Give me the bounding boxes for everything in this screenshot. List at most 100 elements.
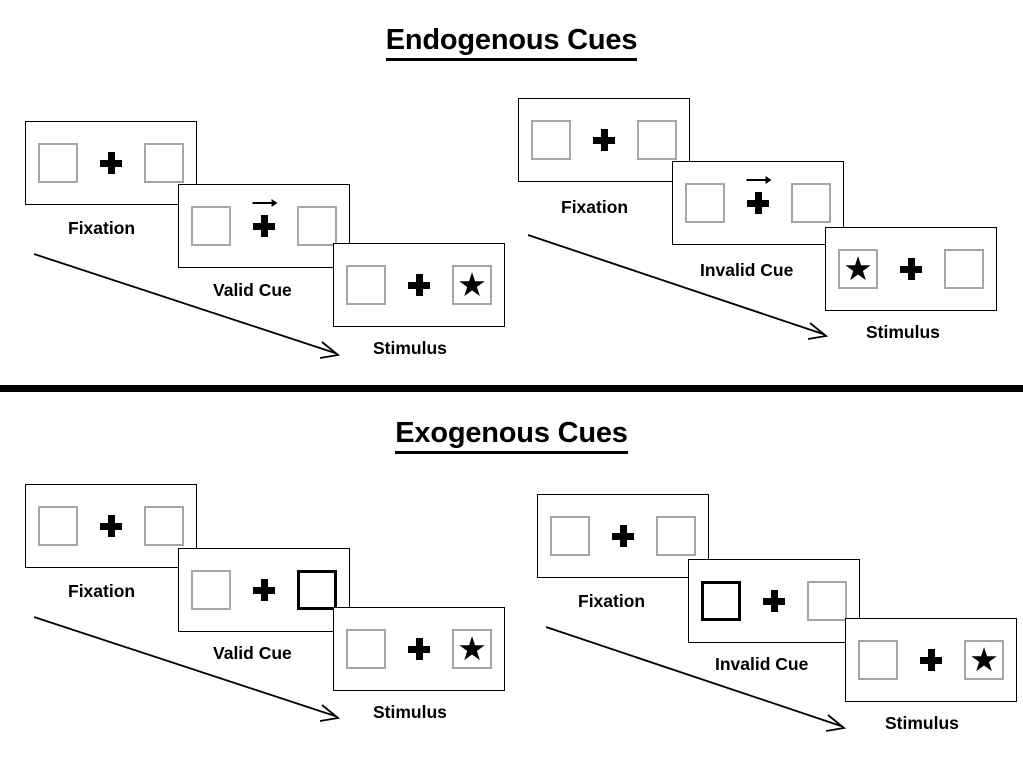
stimulus-box-left: [550, 516, 590, 556]
stimulus-box-left: [191, 570, 231, 610]
fixation-cross-wrap: [612, 525, 634, 547]
stimulus-box-right: [144, 143, 184, 183]
box-gap: [430, 649, 452, 650]
stimulus-box-right: [144, 506, 184, 546]
box-gap: [741, 601, 763, 602]
box-gap: [571, 140, 593, 141]
box-gap: [590, 536, 612, 537]
stimulus-box-left: [191, 206, 231, 246]
caption-endogenous-invalid-stimulus: Stimulus: [866, 322, 940, 342]
panel-endogenous-valid-cue: [178, 184, 350, 268]
box-gap: [231, 590, 253, 591]
stimulus-box-right: ★: [964, 640, 1004, 680]
fixation-cross-wrap: [253, 579, 275, 601]
stimulus-box-right: ★: [452, 629, 492, 669]
stimulus-box-left: [531, 120, 571, 160]
caption-exogenous-valid-stimulus: Stimulus: [373, 702, 447, 722]
fixation-cross-wrap: [920, 649, 942, 671]
fixation-cross-icon: [100, 515, 122, 537]
star-icon: ★: [457, 629, 487, 667]
fixation-cross-icon: [253, 579, 275, 601]
caption-endogenous-valid-fixation: Fixation: [68, 218, 136, 238]
panel-exogenous-invalid-fixation: [537, 494, 709, 578]
box-gap: [878, 269, 900, 270]
box-gap: [615, 140, 637, 141]
fixation-cross-wrap: [900, 258, 922, 280]
panel-endogenous-valid-fixation: [25, 121, 197, 205]
fixation-cross-icon: [593, 129, 615, 151]
stimulus-box-right: [637, 120, 677, 160]
caption-exogenous-valid-cue: Valid Cue: [213, 643, 292, 663]
box-gap: [769, 203, 791, 204]
stimulus-box-left: [346, 265, 386, 305]
panel-endogenous-invalid-fixation: [518, 98, 690, 182]
caption-endogenous-invalid-cue: Invalid Cue: [700, 260, 794, 280]
fixation-cross-wrap: [593, 129, 615, 151]
panel-exogenous-invalid-stimulus: ★: [845, 618, 1017, 702]
stimulus-box-left: [38, 143, 78, 183]
fixation-cross-icon: [900, 258, 922, 280]
fixation-cross-wrap: [408, 274, 430, 296]
fixation-cross-icon: [100, 152, 122, 174]
box-gap: [275, 590, 297, 591]
panel-endogenous-invalid-cue: [672, 161, 844, 245]
fixation-cross-icon: [920, 649, 942, 671]
stimulus-box-right: [297, 206, 337, 246]
fixation-cross-wrap: [100, 152, 122, 174]
stimulus-box-left: [685, 183, 725, 223]
fixation-cross-icon: [253, 215, 275, 237]
cue-box-right-highlighted: [297, 570, 337, 610]
box-gap: [122, 163, 144, 164]
fixation-cross-icon: [408, 274, 430, 296]
fixation-cross-wrap: [100, 515, 122, 537]
fixation-cross-icon: [612, 525, 634, 547]
box-gap: [386, 285, 408, 286]
section-title-endogenous-text: Endogenous Cues: [385, 24, 637, 61]
stimulus-box-left: ★: [838, 249, 878, 289]
stimulus-box-left: [38, 506, 78, 546]
panel-exogenous-invalid-cue: [688, 559, 860, 643]
star-icon: ★: [969, 640, 999, 678]
box-gap: [122, 526, 144, 527]
section-divider: [0, 385, 1023, 392]
box-gap: [231, 226, 253, 227]
box-gap: [430, 285, 452, 286]
fixation-cross-icon: [747, 192, 769, 214]
star-icon: ★: [843, 249, 873, 287]
fixation-cross-icon: [408, 638, 430, 660]
caption-exogenous-invalid-fixation: Fixation: [578, 591, 646, 611]
box-gap: [898, 660, 920, 661]
arrow-right-cue-icon: [746, 176, 772, 184]
section-title-exogenous-text: Exogenous Cues: [395, 417, 628, 454]
stimulus-box-left: [346, 629, 386, 669]
box-gap: [634, 536, 656, 537]
time-arrow-endogenous-invalid: [527, 234, 829, 340]
panel-exogenous-valid-fixation: [25, 484, 197, 568]
box-gap: [785, 601, 807, 602]
caption-exogenous-invalid-stimulus: Stimulus: [885, 713, 959, 733]
caption-endogenous-invalid-fixation: Fixation: [561, 197, 629, 217]
caption-exogenous-invalid-cue: Invalid Cue: [715, 654, 809, 674]
caption-endogenous-valid-stimulus: Stimulus: [373, 338, 447, 358]
fixation-cross-wrap: [763, 590, 785, 612]
star-icon: ★: [457, 265, 487, 303]
fixation-cross-wrap: [746, 176, 772, 214]
box-gap: [386, 649, 408, 650]
panel-endogenous-valid-stimulus: ★: [333, 243, 505, 327]
stimulus-box-right: [656, 516, 696, 556]
box-gap: [275, 226, 297, 227]
caption-exogenous-valid-fixation: Fixation: [68, 581, 136, 601]
box-gap: [922, 269, 944, 270]
panel-exogenous-valid-cue: [178, 548, 350, 632]
box-gap: [942, 660, 964, 661]
section-title-exogenous: Exogenous Cues: [0, 417, 1023, 454]
fixation-cross-icon: [763, 590, 785, 612]
section-title-endogenous: Endogenous Cues: [0, 24, 1023, 61]
box-gap: [78, 163, 100, 164]
stimulus-box-left: [858, 640, 898, 680]
arrow-right-cue-icon: [252, 199, 278, 207]
caption-endogenous-valid-cue: Valid Cue: [213, 280, 292, 300]
fixation-cross-wrap: [408, 638, 430, 660]
box-gap: [725, 203, 747, 204]
